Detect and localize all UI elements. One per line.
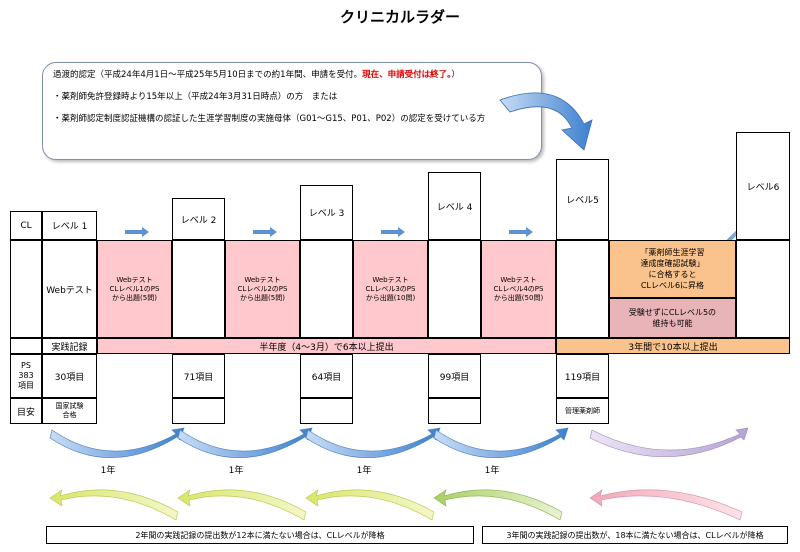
level-6-web-cell (736, 240, 790, 338)
down-curve-2 (177, 489, 307, 521)
record-bar-left: 半年度（4～3月）で6本以上提出 (97, 338, 556, 354)
down-curve-3 (305, 489, 435, 521)
row-label-web: Webテスト (42, 240, 97, 338)
note-item-2: ・薬剤師認定制度認証機構の認証した生涯学習制度の実施母体（G01～G15、P01… (53, 114, 486, 124)
guide-level-5: 管理薬剤師 (556, 398, 609, 424)
ps-items-5: 119項目 (556, 354, 609, 398)
year-curve-1 (49, 427, 185, 459)
page-title: クリニカルラダー (339, 8, 460, 26)
year-curve-3 (305, 427, 441, 459)
footer-note-right: 3年間の実践記録の提出数が、18本に満たない場合は、CLレベルが降格 (482, 526, 788, 544)
row-label-empty (10, 240, 42, 338)
row-label-record: 実践記録 (42, 338, 97, 354)
year-label-2: 1年 (228, 466, 244, 476)
guide-level-1: 国家試験 合格 (42, 398, 97, 424)
year-label-3: 1年 (356, 466, 372, 476)
level-5-box: レベル5 (556, 159, 609, 240)
note-heading-red: 現在、申請受付は終了。 (362, 70, 452, 80)
year-label-4: 1年 (484, 466, 500, 476)
row-label-ps: PS 383 項目 (10, 354, 42, 398)
ps-items-4: 99項目 (428, 354, 481, 398)
level-1-box: レベル 1 (42, 211, 97, 240)
ps-items-3: 64項目 (300, 354, 353, 398)
record-bar-right: 3年間で10本以上提出 (556, 338, 790, 354)
level-3-box: レベル 3 (300, 185, 353, 240)
transitional-note: 過渡的認定（平成24年4月1日～平成25年5月10日までの約1年間、申請を受付。… (42, 62, 542, 160)
guide-level-3 (300, 398, 353, 424)
note-item-1: ・薬剤師免許登録時より15年以上（平成24年3月31日時点）の方 または (53, 92, 338, 102)
level-6-box: レベル6 (736, 132, 790, 240)
level5-stay-note: 受験せずにCLレベル5の 維持も可能 (609, 298, 736, 338)
year-curve-2 (177, 427, 313, 459)
level-step-arrows (125, 227, 533, 237)
note-heading: 過渡的認定（平成24年4月1日～平成25年5月10日までの約1年間、申請を受付。 (53, 70, 363, 80)
record-empty-cell (10, 338, 42, 354)
guide-level-4 (428, 398, 481, 424)
level-4-box: レベル 4 (428, 172, 481, 240)
down-curve-5 (589, 489, 743, 521)
row-label-cl: CL (10, 211, 42, 240)
ps-items-2: 71項目 (172, 354, 225, 398)
level-4-web-cell (428, 240, 481, 338)
ps-items-1: 30項目 (42, 354, 97, 398)
level-2-box: レベル 2 (172, 198, 225, 240)
down-curve-4 (433, 489, 563, 521)
web-test-3: Webテスト CLレベル3のPS から出題(10問) (353, 240, 428, 338)
note-heading-end: ） (451, 70, 460, 80)
level-5-web-cell (556, 240, 609, 338)
web-test-2: Webテスト CLレベル2のPS から出題(5問) (225, 240, 300, 338)
year-label-1: 1年 (100, 466, 116, 476)
row-label-guide: 目安 (10, 398, 42, 424)
year-curve-5 (589, 427, 749, 457)
level-3-web-cell (300, 240, 353, 338)
guide-level-2 (172, 398, 225, 424)
level-2-web-cell (172, 240, 225, 338)
year-curve-4 (433, 427, 569, 459)
down-curve-1 (49, 489, 179, 521)
footer-note-left: 2年間の実践記録の提出数が12本に満たない場合は、CLレベルが降格 (46, 526, 474, 544)
web-test-4: Webテスト CLレベル4のPS から出題(50問) (481, 240, 556, 338)
web-test-1: Webテスト CLレベル1のPS から出題(5問) (97, 240, 172, 338)
level6-exam-note: 「薬剤師生涯学習 達成度確認試験」 に合格すると CLレベル6に昇格 (609, 240, 736, 298)
note-to-level5-arrow (499, 92, 593, 151)
